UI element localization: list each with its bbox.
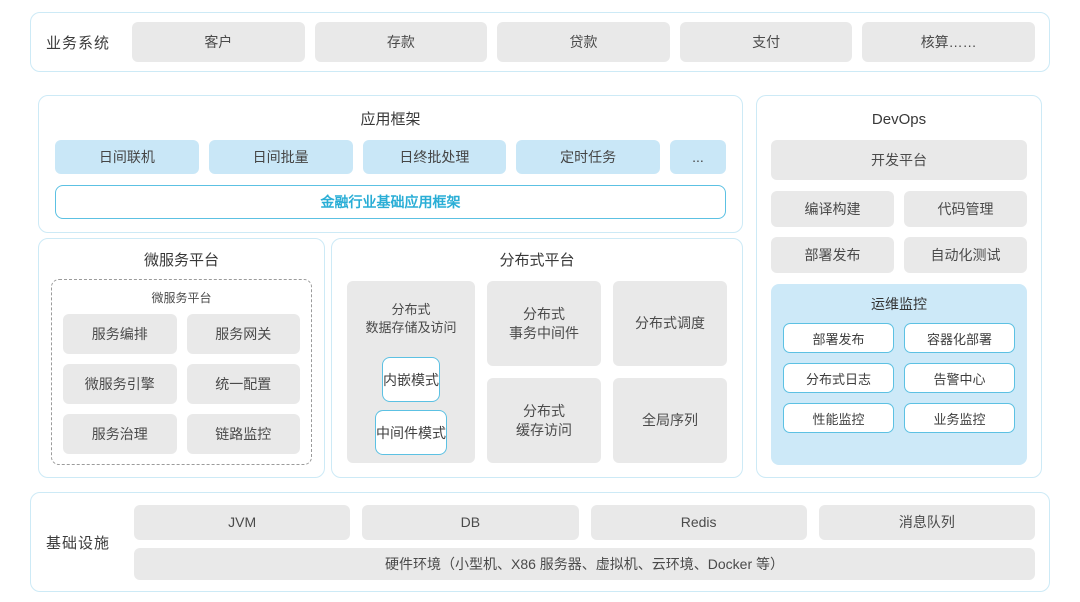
dist-item-cache-access: 分布式 缓存访问 [487,378,601,463]
hardware-environment-box: 硬件环境（小型机、X86 服务器、虚拟机、云环境、Docker 等） [134,547,1035,580]
app-framework-panel: 应用框架 日间联机 日间批量 日终批处理 定时任务 ... 金融行业基础应用框架 [38,95,743,233]
monitor-item-containerized-deploy: 容器化部署 [904,323,1015,353]
business-item-accounting: 核算…… [862,22,1035,62]
dist-item-global-sequence: 全局序列 [613,378,727,463]
infrastructure-content: JVM DB Redis 消息队列 硬件环境（小型机、X86 服务器、虚拟机、云… [134,504,1036,580]
micro-item-unified-config: 统一配置 [186,364,300,404]
infrastructure-label: 基础设施 [46,534,111,552]
embedded-mode-box: 内嵌模式 [382,357,440,402]
infra-item-jvm: JVM [134,504,351,540]
ops-monitoring-items: 部署发布 容器化部署 分布式日志 告警中心 性能监控 业务监控 [783,323,1015,433]
devops-tools: 编译构建 代码管理 部署发布 自动化测试 [771,191,1027,273]
monitor-item-distributed-log: 分布式日志 [783,363,894,393]
devops-tool-build: 编译构建 [771,191,894,227]
micro-item-microservice-engine: 微服务引擎 [63,364,177,404]
middleware-mode-box: 中间件模式 [375,410,447,455]
microservice-platform-panel: 微服务平台 微服务平台 服务编排 服务网关 微服务引擎 统一配置 服务治理 链路… [38,238,325,478]
devops-dev-platform: 开发平台 [771,140,1027,180]
business-item-payment: 支付 [679,22,853,62]
business-item-loan: 贷款 [497,22,670,62]
distributed-items: 分布式 数据存储及访问 内嵌模式 中间件模式 分布式 事务中间件 分布式调度 分… [347,281,727,463]
business-systems-items: 客户 存款 贷款 支付 核算…… [132,22,1035,62]
devops-tool-deploy-release: 部署发布 [771,237,894,273]
microservice-inner-title: 微服务平台 [151,291,212,305]
distributed-platform-panel: 分布式平台 分布式 数据存储及访问 内嵌模式 中间件模式 分布式 事务中间件 分… [331,238,743,478]
business-item-deposit: 存款 [314,22,488,62]
devops-title: DevOps [871,111,927,128]
app-framework-items: 日间联机 日间批量 日终批处理 定时任务 ... [55,140,726,174]
devops-tool-auto-test: 自动化测试 [904,237,1027,273]
monitor-item-deploy-release: 部署发布 [783,323,894,353]
microservice-platform-title: 微服务平台 [143,252,219,269]
app-item-daytime-online: 日间联机 [55,140,199,174]
ops-monitoring-panel: 运维监控 部署发布 容器化部署 分布式日志 告警中心 性能监控 业务监控 [771,284,1027,465]
app-framework-title: 应用框架 [360,111,421,128]
business-item-customer: 客户 [132,22,305,62]
infrastructure-items: JVM DB Redis 消息队列 [134,504,1036,540]
infra-item-redis: Redis [590,504,807,540]
left-column: 应用框架 日间联机 日间批量 日终批处理 定时任务 ... 金融行业基础应用框架… [38,95,743,478]
business-systems-panel: 业务系统 客户 存款 贷款 支付 核算…… [30,12,1050,72]
dist-item-transaction-middleware: 分布式 事务中间件 [487,281,601,366]
app-item-daytime-batch: 日间批量 [208,140,353,174]
monitor-item-business-monitor: 业务监控 [904,403,1015,433]
micro-item-service-gateway: 服务网关 [186,314,300,354]
infrastructure-panel: 基础设施 JVM DB Redis 消息队列 硬件环境（小型机、X86 服务器、… [30,492,1050,592]
base-framework-box: 金融行业基础应用框架 [55,185,726,219]
distributed-platform-title: 分布式平台 [499,252,575,269]
dist-item-data-storage-access: 分布式 数据存储及访问 内嵌模式 中间件模式 [347,281,475,463]
data-storage-access-label: 分布式 数据存储及访问 [365,302,457,335]
micro-item-trace-monitoring: 链路监控 [186,414,300,454]
app-item-scheduled-task: 定时任务 [516,140,660,174]
dist-item-scheduler: 分布式调度 [613,281,727,366]
devops-tool-code-management: 代码管理 [904,191,1027,227]
micro-item-service-governance: 服务治理 [63,414,177,454]
platforms-row: 微服务平台 微服务平台 服务编排 服务网关 微服务引擎 统一配置 服务治理 链路… [38,238,743,478]
infra-item-message-queue: 消息队列 [818,504,1036,540]
monitor-item-performance-monitor: 性能监控 [783,403,894,433]
micro-item-service-orchestration: 服务编排 [63,314,177,354]
infra-item-db: DB [362,504,579,540]
app-item-eod-batch: 日终批处理 [362,140,507,174]
microservice-inner-box: 微服务平台 服务编排 服务网关 微服务引擎 统一配置 服务治理 链路监控 [51,279,312,465]
microservice-items: 服务编排 服务网关 微服务引擎 统一配置 服务治理 链路监控 [63,314,300,454]
ops-monitoring-title: 运维监控 [871,296,927,312]
main-area: 应用框架 日间联机 日间批量 日终批处理 定时任务 ... 金融行业基础应用框架… [38,95,1042,478]
devops-panel: DevOps 开发平台 编译构建 代码管理 部署发布 自动化测试 运维监控 部署… [756,95,1042,478]
app-item-more: ... [670,140,726,174]
business-systems-label: 业务系统 [46,34,111,52]
monitor-item-alert-center: 告警中心 [904,363,1015,393]
